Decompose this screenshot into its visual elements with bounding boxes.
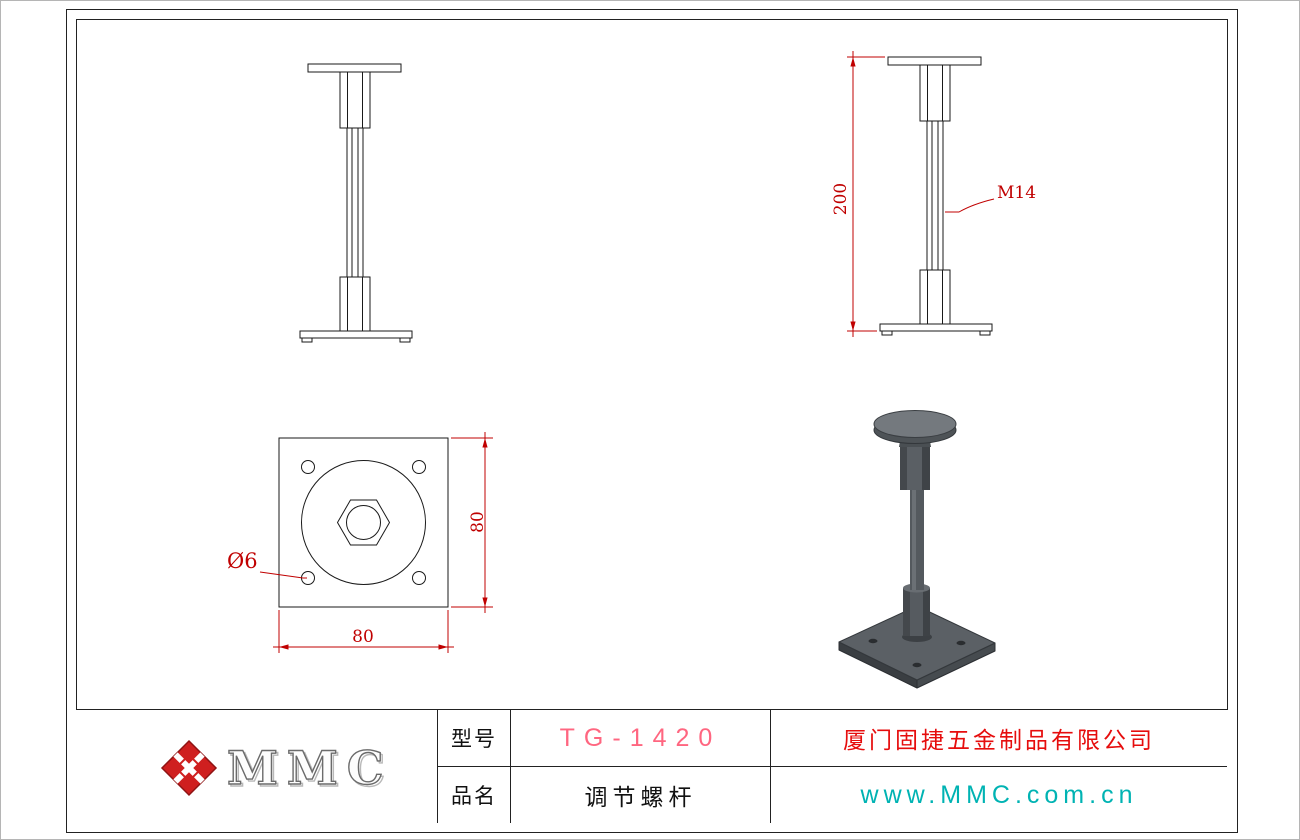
part-name-value: 调节螺杆	[511, 767, 771, 823]
mounting-hole	[412, 460, 426, 474]
model-label: 型号	[438, 710, 511, 767]
logo-text-shadow: MMC	[229, 743, 394, 797]
model-value: TG-1420	[511, 710, 771, 767]
company-website: www.MMC.com.cn	[860, 780, 1138, 809]
title-block-grid: 型号 TG-1420 厦门固捷五金制品有限公司 品名 调节螺杆 www.MMC.…	[438, 710, 1227, 823]
front-view-left	[299, 63, 413, 343]
front-view-dimensioned	[879, 56, 993, 336]
top-view	[278, 437, 449, 608]
mounting-hole	[412, 571, 426, 585]
dim-200-text: 200	[831, 183, 851, 215]
logo-cell: MMC MMC	[76, 710, 438, 823]
hex-nut	[336, 499, 391, 546]
dimension-lines	[259, 51, 995, 653]
mmc-logo: MMC MMC	[160, 739, 394, 797]
mmc-logo-icon	[160, 739, 217, 796]
company-name: 厦门固捷五金制品有限公司	[771, 710, 1227, 767]
dim-80-vertical-text: 80	[468, 511, 488, 533]
thread-hole	[346, 505, 381, 540]
logo-text: MMC	[227, 741, 392, 795]
title-block: MMC MMC 型号 TG-1420 厦门固捷五金制品有限公司 品名 调节螺杆 …	[76, 709, 1228, 823]
sheet-border-outer	[66, 9, 1238, 833]
hole-dia-label: Ø6	[227, 549, 258, 573]
mounting-hole	[301, 460, 315, 474]
thread-label: M14	[997, 183, 1036, 203]
iso-view	[838, 410, 996, 689]
base-plate-outline	[278, 437, 449, 608]
part-name-label: 品名	[438, 767, 511, 823]
dim-80-horizontal-text: 80	[352, 627, 374, 647]
top-plate-projection	[301, 460, 426, 585]
